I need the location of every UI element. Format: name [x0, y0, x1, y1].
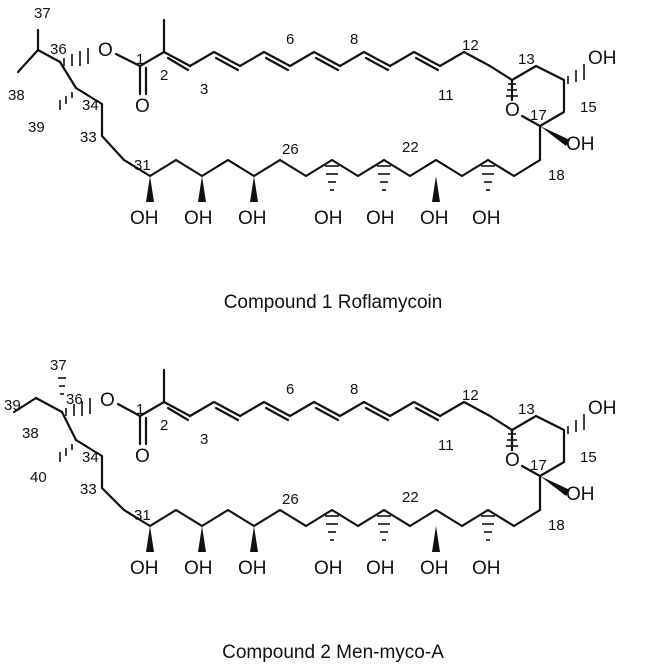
atom-number: 11 — [438, 437, 454, 454]
atom-number: 2 — [160, 67, 168, 84]
oh-chain: OH — [130, 208, 159, 229]
atom-number: 39 — [28, 119, 45, 136]
ring-oxygen: O — [505, 100, 520, 121]
carbonyl-oxygen: O — [135, 446, 150, 467]
atom-number: 34 — [82, 97, 99, 114]
atom-number: 2 — [160, 417, 168, 434]
ester-oxygen: O — [98, 40, 113, 61]
atom-number: 34 — [82, 449, 99, 466]
atom-number: 38 — [8, 87, 25, 104]
atom-number: 31 — [134, 507, 151, 524]
atom-number: 15 — [580, 449, 597, 466]
oh-c15: OH — [588, 48, 617, 69]
oh-chain: OH — [314, 208, 343, 229]
hash-bond-c15 — [567, 64, 585, 84]
atom-number: 18 — [548, 517, 565, 534]
atom-number: 38 — [22, 425, 39, 442]
atom-number: 12 — [462, 387, 479, 404]
atom-number: 22 — [402, 139, 419, 156]
atom-number: 12 — [462, 37, 479, 54]
atom-number: 40 — [30, 469, 47, 486]
atom-number: 37 — [34, 5, 51, 22]
oh-chain: OH — [130, 558, 159, 579]
hash-bond-c34-methyl — [59, 92, 73, 110]
oh-chain: OH — [238, 558, 267, 579]
atom-number: 8 — [350, 381, 358, 398]
compound-2-structure: O O O OH OH OH OH OH OH OH OH OH 37 36 3… — [4, 357, 617, 579]
oh-chain: OH — [184, 208, 213, 229]
atom-number: 3 — [200, 81, 208, 98]
atom-number: 22 — [402, 489, 419, 506]
atom-number: 18 — [548, 167, 565, 184]
atom-number: 13 — [518, 401, 535, 418]
atom-number: 17 — [530, 457, 547, 474]
oh-chain: OH — [420, 208, 449, 229]
oh-chain: OH — [366, 558, 395, 579]
atom-number: 13 — [518, 51, 535, 68]
compound-2-caption: Compound 2 Men-myco-A — [222, 642, 444, 663]
oh-chain: OH — [420, 558, 449, 579]
atom-number: 11 — [438, 87, 454, 104]
atom-number: 3 — [200, 431, 208, 448]
atom-number: 37 — [50, 357, 67, 374]
compound-1-structure: O O O OH OH OH OH OH OH OH OH OH 37 36 3… — [8, 5, 617, 229]
hash-bond-c13 — [506, 83, 518, 97]
oh-chain: OH — [472, 208, 501, 229]
atom-number: 26 — [282, 491, 299, 508]
atom-number: 15 — [580, 99, 597, 116]
oh-chain: OH — [314, 558, 343, 579]
atom-number: 36 — [50, 41, 67, 58]
ester-oxygen: O — [100, 390, 115, 411]
atom-number: 6 — [286, 31, 294, 48]
atom-number: 31 — [134, 157, 151, 174]
oh-c17: OH — [566, 134, 595, 155]
oh-chain: OH — [184, 558, 213, 579]
oh-c17: OH — [566, 484, 595, 505]
atom-number: 1 — [136, 401, 144, 418]
atom-number: 26 — [282, 141, 299, 158]
wedge-bond-c17-oh — [540, 126, 570, 146]
atom-number: 36 — [66, 391, 83, 408]
atom-number: 8 — [350, 31, 358, 48]
oh-chain: OH — [472, 558, 501, 579]
atom-number: 33 — [80, 129, 97, 146]
hash-bond-c36-o — [63, 48, 89, 66]
atom-number: 39 — [4, 397, 21, 414]
compound-1-caption: Compound 1 Roflamycoin — [224, 292, 443, 313]
oh-chain: OH — [366, 208, 395, 229]
hash-bond-c36-methyl — [58, 377, 66, 395]
carbonyl-oxygen: O — [135, 96, 150, 117]
atom-number: 6 — [286, 381, 294, 398]
oh-chain: OH — [238, 208, 267, 229]
ring-oxygen: O — [505, 450, 520, 471]
hash-bond-c36-o — [65, 398, 91, 416]
oh-c15: OH — [588, 398, 617, 419]
atom-number: 17 — [530, 107, 547, 124]
atom-number: 1 — [136, 51, 144, 68]
atom-number: 33 — [80, 481, 97, 498]
